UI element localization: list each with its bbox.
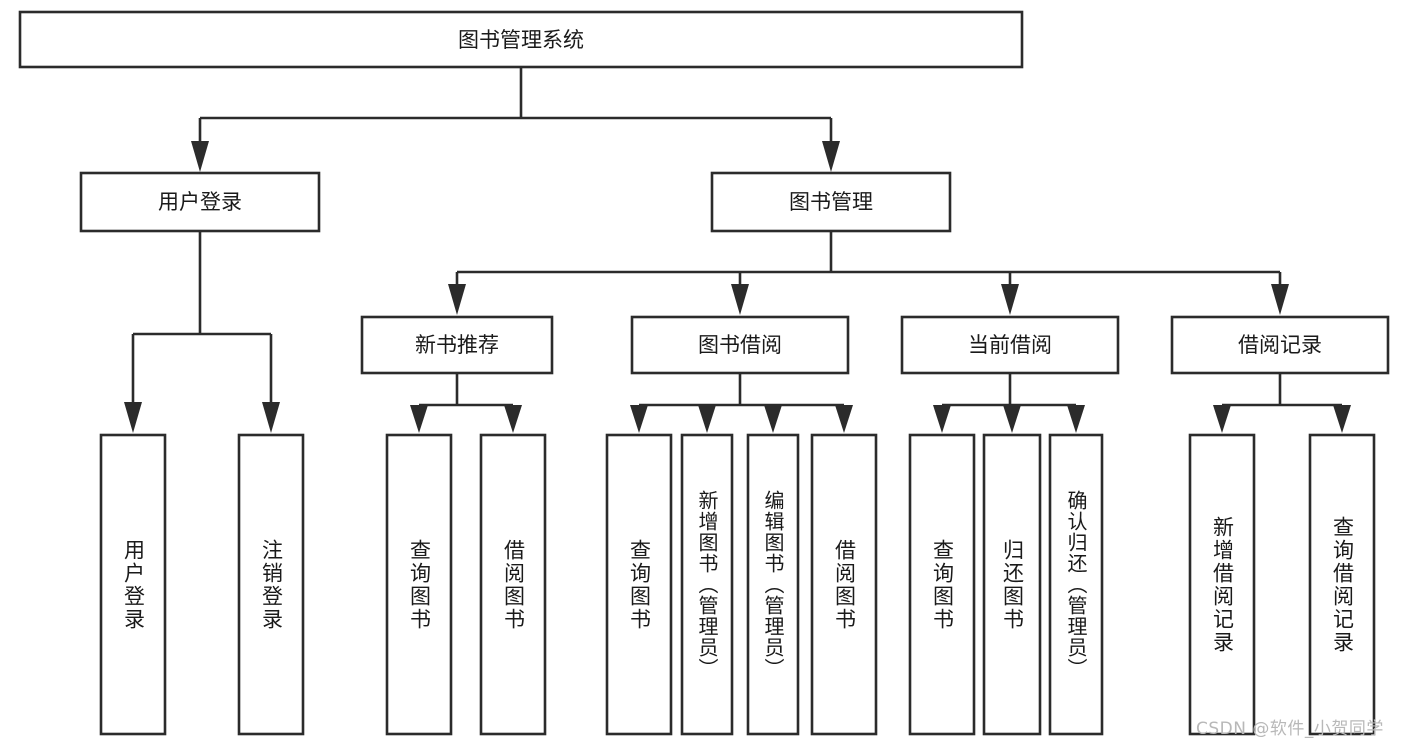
arrow-head-borrow-book-1 xyxy=(504,405,522,433)
node-new-book-recommend[interactable]: 新书推荐 xyxy=(360,315,554,375)
arrow-head-edit-book xyxy=(764,405,782,433)
leaf-box-query-book-3[interactable] xyxy=(908,433,976,736)
leaf-box-add-borrow-record[interactable] xyxy=(1188,433,1256,736)
connector-book-borrow-to-leaves xyxy=(630,373,853,433)
arrow-head-borrow-book-2 xyxy=(835,405,853,433)
node-book-borrow[interactable]: 图书借阅 xyxy=(630,315,850,375)
arrow-head-borrow-records xyxy=(1271,284,1289,315)
borrow-records-label: 借阅记录 xyxy=(1238,333,1322,357)
arrow-head-confirm-return xyxy=(1067,405,1085,433)
node-root[interactable]: 图书管理系统 xyxy=(18,10,1024,69)
leaf-box-confirm-return[interactable] xyxy=(1048,433,1104,736)
arrow-head-query-borrow-record xyxy=(1333,405,1351,433)
node-book-management[interactable]: 图书管理 xyxy=(710,171,952,233)
book-management-label: 图书管理 xyxy=(789,190,873,214)
leaf-box-logout[interactable] xyxy=(237,433,305,736)
connector-book-management-to-level3 xyxy=(448,231,1289,315)
current-borrow-label: 当前借阅 xyxy=(968,333,1052,357)
node-borrow-records[interactable]: 借阅记录 xyxy=(1170,315,1390,375)
new-book-recommend-box[interactable] xyxy=(360,315,554,375)
leaf-box-query-book-2[interactable] xyxy=(605,433,673,736)
leaf-box-query-borrow-record[interactable] xyxy=(1308,433,1376,736)
arrow-head-return-book xyxy=(1003,405,1021,433)
connector-current-borrow-to-leaves xyxy=(933,373,1085,433)
node-current-borrow[interactable]: 当前借阅 xyxy=(900,315,1120,375)
node-user-login[interactable]: 用户登录 xyxy=(79,171,321,233)
book-borrow-box[interactable] xyxy=(630,315,850,375)
root-label: 图书管理系统 xyxy=(458,28,584,52)
arrow-head-new-book-recommend xyxy=(448,284,466,315)
arrow-head-query-book-2 xyxy=(630,405,648,433)
leaf-box-query-book-1[interactable] xyxy=(385,433,453,736)
new-book-recommend-label: 新书推荐 xyxy=(415,333,499,357)
connector-user-login-to-leaves xyxy=(124,231,280,433)
arrow-head-book-borrow xyxy=(731,284,749,315)
leaf-box-return-book[interactable] xyxy=(982,433,1042,736)
book-management-box[interactable] xyxy=(710,171,952,233)
borrow-records-box[interactable] xyxy=(1170,315,1390,375)
book-borrow-label: 图书借阅 xyxy=(698,333,782,357)
arrow-head-query-book-3 xyxy=(933,405,951,433)
arrow-head-book-management xyxy=(822,141,840,172)
arrow-head-query-book-1 xyxy=(410,405,428,433)
connector-root-to-level2 xyxy=(191,67,840,172)
user-login-label: 用户登录 xyxy=(158,190,242,214)
leaf-box-borrow-book-1[interactable] xyxy=(479,433,547,736)
current-borrow-box[interactable] xyxy=(900,315,1120,375)
connector-borrow-records-to-leaves xyxy=(1213,373,1351,433)
leaf-box-edit-book[interactable] xyxy=(746,433,800,736)
arrow-head-current-borrow xyxy=(1001,284,1019,315)
leaf-box-user-login[interactable] xyxy=(99,433,167,736)
arrow-head-leaf-user-login xyxy=(124,402,142,433)
arrow-head-add-borrow-record xyxy=(1213,405,1231,433)
arrow-head-user-login xyxy=(191,141,209,172)
arrow-head-leaf-logout xyxy=(262,402,280,433)
leaf-box-add-book[interactable] xyxy=(680,433,734,736)
csdn-watermark: CSDN @软件_小贺同学 xyxy=(1196,719,1384,739)
leaf-box-borrow-book-2[interactable] xyxy=(810,433,878,736)
arrow-head-add-book xyxy=(698,405,716,433)
connector-new-book-recommend-to-leaves xyxy=(410,373,522,433)
root-box[interactable] xyxy=(18,10,1024,69)
